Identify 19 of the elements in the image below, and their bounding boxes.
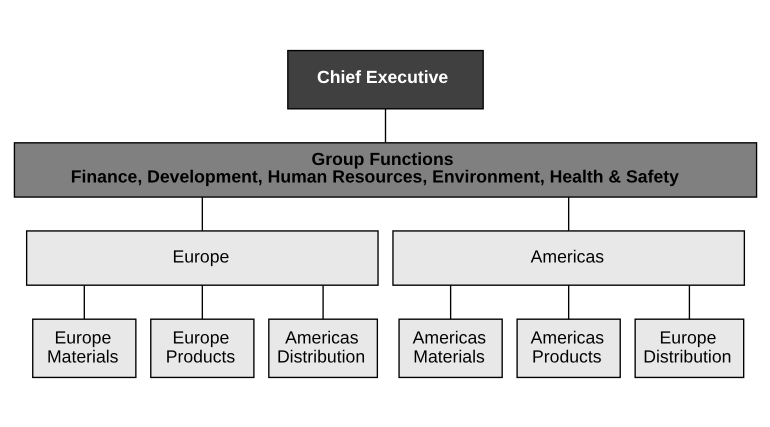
connector [201, 285, 203, 319]
node-box: Europe [25, 230, 378, 286]
connector [322, 285, 324, 319]
node-box: Americas Materials [398, 318, 502, 378]
connector [449, 285, 451, 319]
connector [384, 108, 386, 142]
node-box: Europe Products [150, 318, 254, 378]
connector [201, 196, 203, 230]
node-box: Americas Products [516, 318, 620, 378]
node-box: Europe Distribution [634, 318, 744, 378]
node-box: Group Functions Finance, Development, Human Resources, Environment, Health & Safety [13, 142, 757, 198]
connector [688, 285, 690, 319]
node-box: Europe Materials [32, 318, 136, 378]
connector [567, 196, 569, 230]
node-box: Chief Executive [286, 49, 484, 110]
connector [83, 285, 84, 319]
node-box: Americas [392, 230, 745, 286]
connector [567, 285, 569, 319]
node-box: Americas Distribution [268, 318, 378, 378]
